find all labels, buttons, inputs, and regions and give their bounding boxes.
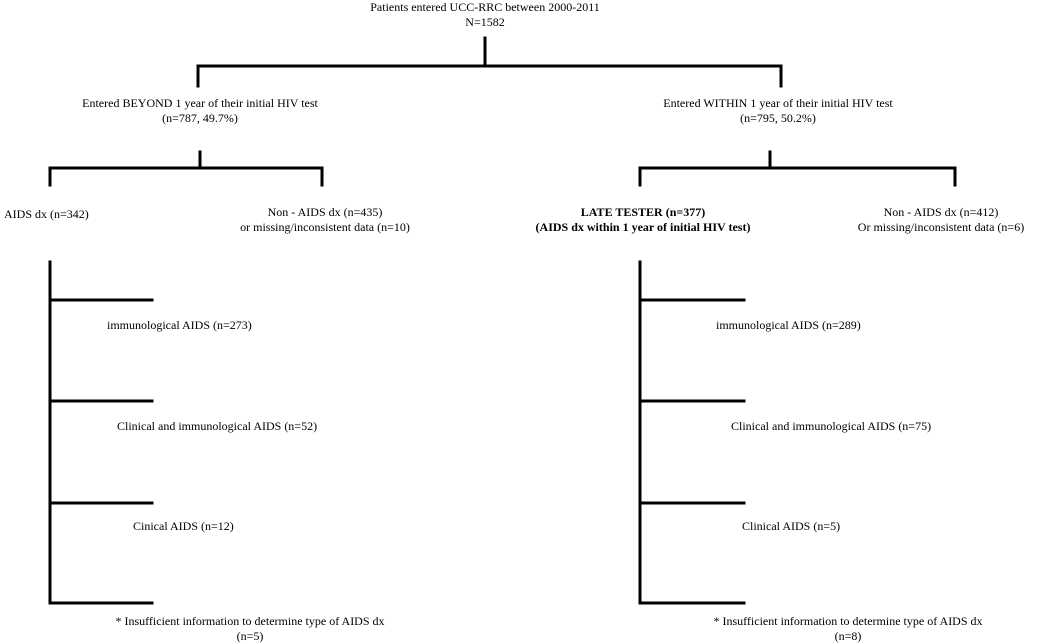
beyond-insufficient-text: * Insufficient information to determine … — [115, 614, 385, 628]
within-non-aids-missing: Or missing/inconsistent data (n=6) — [857, 220, 1025, 234]
within-clinical-immunological: Clinical and immunological AIDS (n=75) — [731, 419, 932, 433]
late-tester-note: (AIDS dx within 1 year of initial HIV te… — [535, 220, 751, 234]
beyond-insufficient-node: * Insufficient information to determine … — [92, 614, 408, 644]
root-node: Patients entered UCC-RRC between 2000-20… — [345, 0, 625, 30]
beyond-node: Entered BEYOND 1 year of their initial H… — [50, 96, 350, 126]
beyond-non-aids-title: Non - AIDS dx (n=435) — [267, 205, 383, 219]
within-title: Entered WITHIN 1 year of their initial H… — [663, 96, 893, 110]
beyond-insufficient-count: (n=5) — [236, 629, 264, 643]
late-tester-title: LATE TESTER (n=377) — [580, 205, 706, 219]
root-title: Patients entered UCC-RRC between 2000-20… — [370, 0, 600, 14]
beyond-aids-node: AIDS dx (n=342) — [4, 207, 89, 222]
beyond-non-aids-missing: or missing/inconsistent data (n=10) — [240, 220, 410, 234]
within-insufficient-node: * Insufficient information to determine … — [690, 614, 1006, 644]
beyond-clinical-immunological: Clinical and immunological AIDS (n=52) — [117, 419, 318, 433]
within-insufficient-text: * Insufficient information to determine … — [713, 614, 983, 628]
within-clinical: Clinical AIDS (n=5) — [742, 519, 841, 533]
late-tester-node: LATE TESTER (n=377) (AIDS dx within 1 ye… — [508, 205, 778, 235]
beyond-title: Entered BEYOND 1 year of their initial H… — [82, 96, 318, 110]
within-non-aids-title: Non - AIDS dx (n=412) — [883, 205, 999, 219]
within-insufficient-count: (n=8) — [834, 629, 862, 643]
within-non-aids-node: Non - AIDS dx (n=412) Or missing/inconsi… — [832, 205, 1050, 235]
beyond-non-aids-node: Non - AIDS dx (n=435) or missing/inconsi… — [205, 205, 445, 235]
beyond-aids-label: AIDS dx (n=342) — [4, 207, 89, 221]
within-immunological: immunological AIDS (n=289) — [716, 318, 861, 332]
beyond-clinical: Cinical AIDS (n=12) — [133, 519, 234, 533]
beyond-immunological: immunological AIDS (n=273) — [107, 318, 252, 332]
within-count: (n=795, 50.2%) — [740, 111, 816, 125]
root-count: N=1582 — [465, 15, 505, 29]
within-node: Entered WITHIN 1 year of their initial H… — [628, 96, 928, 126]
beyond-count: (n=787, 49.7%) — [162, 111, 238, 125]
